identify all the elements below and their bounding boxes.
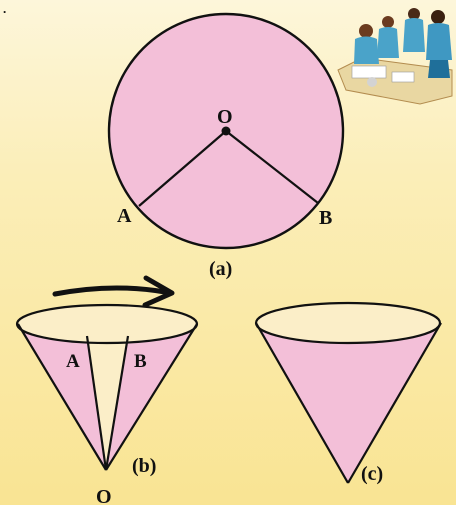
page-marker: . <box>3 1 6 16</box>
center-label: O <box>217 106 233 128</box>
point-b-label: B <box>319 207 332 229</box>
rotation-arrow-icon <box>52 275 175 308</box>
cone-c-body <box>256 323 441 483</box>
apex-label: O <box>96 486 112 505</box>
children-doing-activity-illustration <box>337 8 453 105</box>
figure-a: O A B (a) <box>107 12 345 280</box>
caption-b: (b) <box>132 455 156 477</box>
cone-b-rim <box>15 303 199 345</box>
cone-b-gap <box>87 336 128 470</box>
caption-c: (c) <box>361 463 383 485</box>
radius-ob <box>225 130 319 204</box>
radius-oa <box>138 130 227 207</box>
figure-c: (c) <box>254 301 442 485</box>
caption-a: (a) <box>209 258 232 280</box>
edge-a-label: A <box>66 351 80 372</box>
cone-c-rim <box>254 301 442 345</box>
center-point <box>221 126 231 136</box>
point-a-label: A <box>117 205 132 227</box>
edge-b-label: B <box>134 351 147 372</box>
figure-b: A B (b) O <box>15 303 199 505</box>
